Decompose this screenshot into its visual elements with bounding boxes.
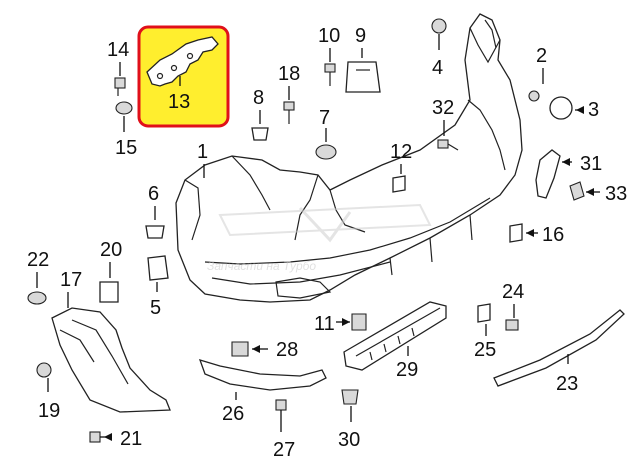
- part-3[interactable]: 3: [549, 96, 599, 121]
- rear-bumper-cover: [175, 13, 523, 303]
- part-4[interactable]: 4: [431, 18, 447, 79]
- callout-22: 22: [27, 249, 49, 271]
- part-19[interactable]: 19: [36, 362, 60, 422]
- callout-3: 3: [588, 99, 599, 121]
- part-15[interactable]: 15: [115, 101, 137, 159]
- part-2[interactable]: 2: [528, 45, 547, 102]
- callout-23: 23: [556, 373, 578, 395]
- part-8[interactable]: 8: [251, 87, 269, 141]
- part-23[interactable]: 23: [493, 309, 625, 395]
- part-28[interactable]: 28: [231, 339, 298, 361]
- highlight-box-13[interactable]: 13: [137, 25, 230, 128]
- part-18[interactable]: 18: [278, 63, 300, 124]
- callout-24: 24: [502, 281, 524, 303]
- callout-13: 13: [168, 91, 190, 113]
- part-5[interactable]: 5: [147, 255, 169, 319]
- callout-33: 33: [605, 183, 627, 205]
- callout-10: 10: [318, 25, 340, 47]
- callout-32: 32: [432, 97, 454, 119]
- part-30[interactable]: 30: [338, 389, 360, 451]
- part-29[interactable]: 29: [343, 301, 447, 381]
- part-22[interactable]: 22: [27, 249, 49, 305]
- part-26[interactable]: 26: [198, 359, 327, 425]
- callout-29: 29: [396, 359, 418, 381]
- callout-12: 12: [390, 141, 412, 163]
- part-32[interactable]: 32: [432, 97, 459, 151]
- callout-26: 26: [222, 403, 244, 425]
- part-14[interactable]: 14: [107, 39, 129, 96]
- part-12[interactable]: 12: [390, 141, 412, 193]
- callout-1: 1: [197, 141, 208, 163]
- callout-11: 11: [314, 313, 335, 335]
- callout-6: 6: [148, 183, 159, 205]
- callout-5: 5: [150, 297, 161, 319]
- callout-21: 21: [120, 428, 142, 450]
- part-27[interactable]: 27: [273, 399, 295, 461]
- part-11[interactable]: 11: [314, 313, 367, 335]
- part-20[interactable]: 20: [99, 239, 122, 303]
- callout-16: 16: [542, 224, 564, 246]
- part-25[interactable]: 25: [474, 303, 496, 361]
- callout-2: 2: [536, 45, 547, 67]
- part-33[interactable]: 33: [569, 181, 627, 205]
- callout-4: 4: [432, 57, 443, 79]
- callout-19: 19: [38, 400, 60, 422]
- watermark-logo: Запчасти на Турбо: [207, 203, 432, 273]
- watermark-text: Запчасти на Турбо: [207, 259, 316, 273]
- callout-28: 28: [276, 339, 298, 361]
- callout-15: 15: [115, 137, 137, 159]
- callout-18: 18: [278, 63, 300, 85]
- part-7[interactable]: 7: [315, 107, 337, 160]
- callout-31: 31: [580, 153, 602, 175]
- callout-20: 20: [100, 239, 122, 261]
- callout-27: 27: [273, 439, 295, 461]
- part-9[interactable]: 9: [345, 25, 381, 93]
- part-16[interactable]: 16: [509, 223, 564, 246]
- part-1[interactable]: 1: [197, 141, 208, 178]
- bracket-13-shape: [146, 36, 219, 87]
- part-31[interactable]: 31: [535, 149, 602, 199]
- part-24[interactable]: 24: [502, 281, 524, 331]
- callout-9: 9: [355, 25, 366, 47]
- callout-14: 14: [107, 39, 129, 61]
- part-6[interactable]: 6: [145, 183, 165, 239]
- callout-7: 7: [319, 107, 330, 129]
- part-10[interactable]: 10: [318, 25, 340, 86]
- callout-8: 8: [253, 87, 264, 109]
- callout-17: 17: [60, 269, 82, 291]
- part-17[interactable]: 17: [51, 269, 171, 413]
- part-21[interactable]: 21: [89, 428, 142, 450]
- callout-30: 30: [338, 429, 360, 451]
- callout-25: 25: [474, 339, 496, 361]
